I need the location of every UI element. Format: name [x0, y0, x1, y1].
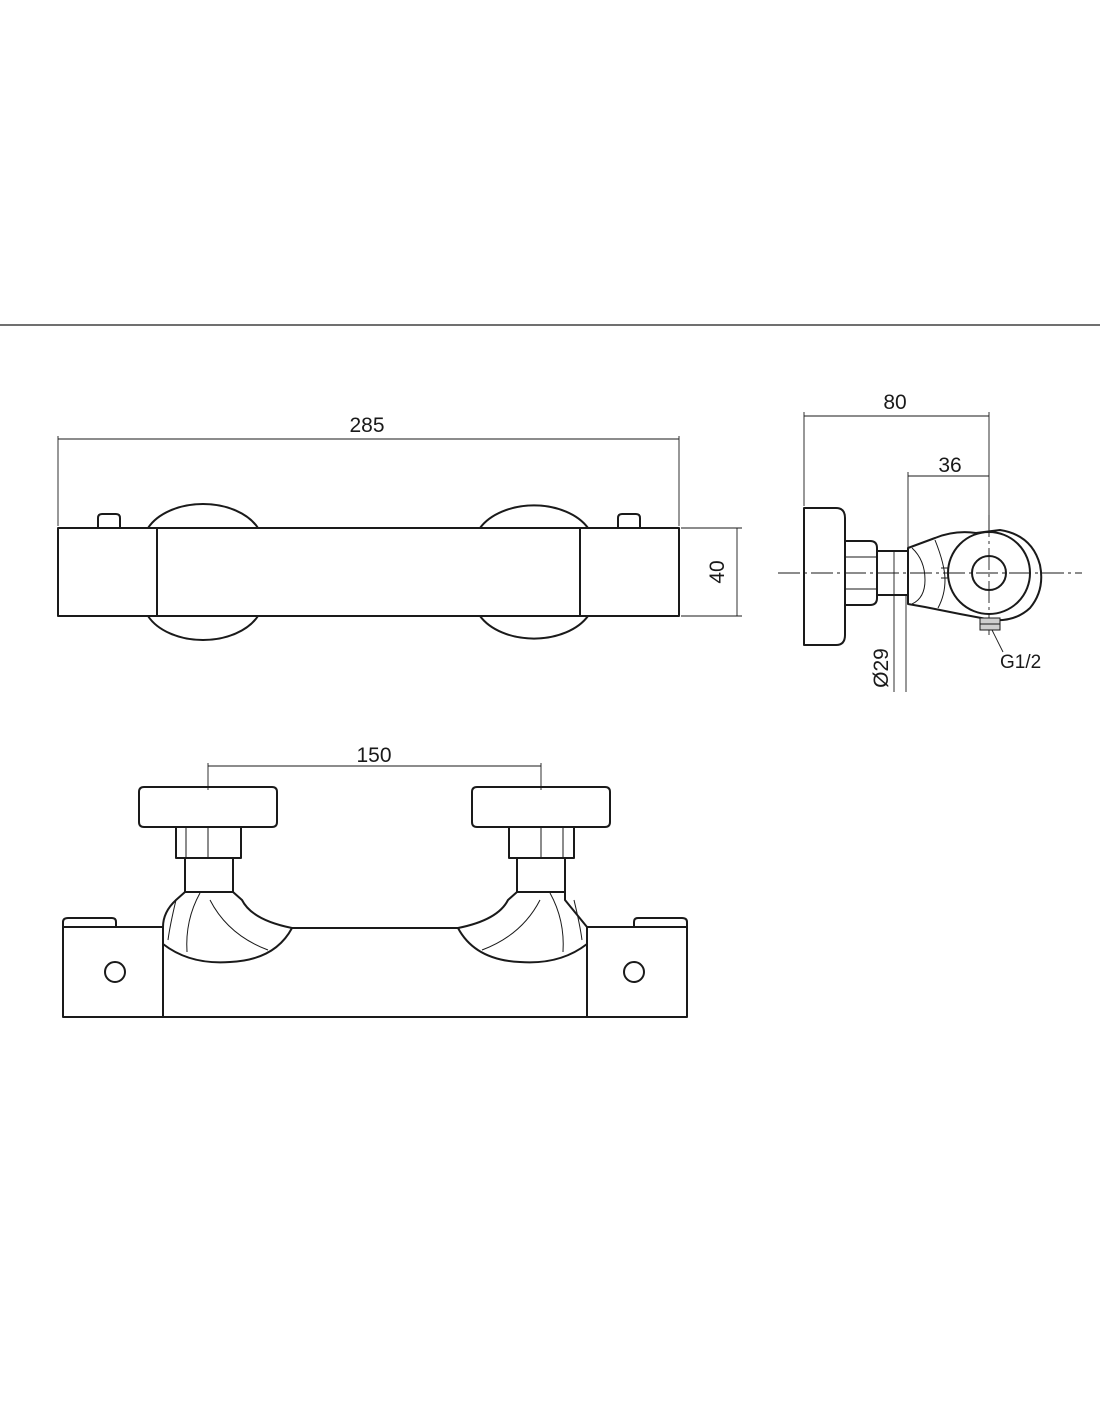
right-stop-button	[617, 513, 641, 529]
right-pipe	[516, 857, 566, 893]
left-union-curve-1	[167, 899, 177, 941]
mixer-body-bottom	[62, 926, 164, 1018]
dim-body-height: 40	[706, 560, 729, 583]
right-hex-nut	[508, 826, 575, 859]
left-union-bowl	[162, 927, 293, 964]
left-end-tab	[62, 917, 117, 928]
right-wall-flange	[471, 786, 611, 828]
right-escutcheon	[479, 504, 589, 529]
g12-leader	[991, 629, 1004, 653]
left-union-curve-3	[209, 899, 269, 951]
left-stop-button	[97, 513, 121, 529]
right-union-curve-1	[573, 899, 583, 941]
valve-bore	[971, 555, 1007, 591]
s-union-curve-top	[911, 547, 926, 605]
right-union-curve-2	[549, 892, 564, 953]
right-union-bowl	[457, 927, 588, 964]
dim-overall-length: 285	[349, 414, 384, 437]
right-end-tab	[633, 917, 688, 928]
mixer-body	[57, 527, 680, 617]
mixer-body-right-end	[586, 926, 688, 1018]
dim-thread: G1/2	[1000, 652, 1041, 673]
dim-depth: 80	[883, 391, 906, 414]
s-union	[907, 529, 1043, 622]
hex-nut	[844, 540, 878, 606]
mixer-body-center	[162, 891, 588, 1018]
left-escutcheon-bottom	[147, 615, 259, 642]
left-screw-hole	[104, 961, 126, 983]
dim-center-distance: 150	[356, 744, 391, 767]
valve-step	[941, 567, 949, 579]
left-wall-flange	[138, 786, 278, 828]
left-escutcheon	[147, 502, 259, 529]
left-pipe	[184, 857, 234, 893]
s-union-curve-mid	[934, 539, 946, 609]
right-escutcheon-bottom	[479, 615, 589, 640]
dim-offset: 36	[938, 454, 961, 477]
bottom-view: 150	[62, 744, 688, 1018]
right-screw-hole	[623, 961, 645, 983]
front-view: 285 40	[57, 414, 742, 642]
wall-flange	[803, 507, 846, 646]
left-hex-nut	[175, 826, 242, 859]
side-view: G1/2 80 36 Ø29	[778, 391, 1082, 692]
dim-diameter: Ø29	[870, 648, 893, 688]
right-union-curve-3	[481, 899, 541, 951]
left-union-curve-2	[186, 892, 201, 953]
